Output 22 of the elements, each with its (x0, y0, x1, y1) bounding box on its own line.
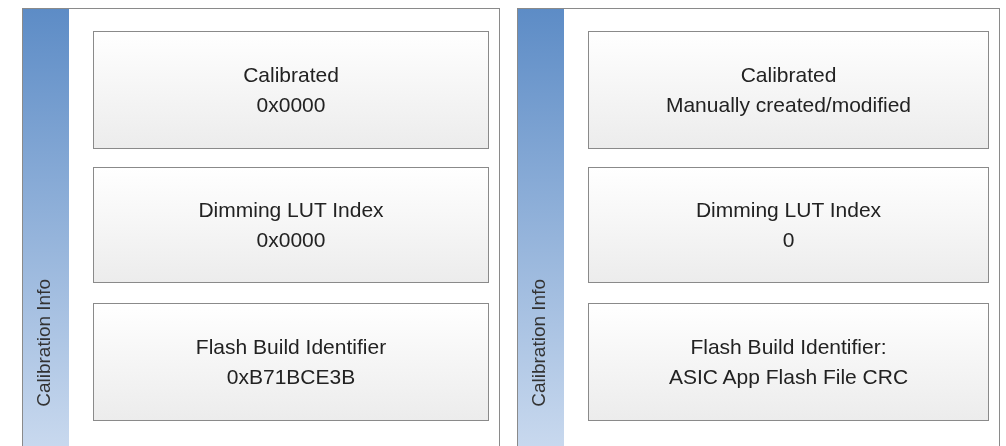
field-value: ASIC App Flash File CRC (668, 364, 909, 390)
field-name: Calibrated (740, 61, 837, 88)
field-name: Flash Build Identifier (195, 333, 387, 360)
field-name: Dimming LUT Index (695, 196, 882, 223)
field-box (93, 303, 489, 421)
field-name: Flash Build Identifier: (690, 333, 887, 360)
field-value: 0xB71BCE3B (226, 364, 356, 390)
field-name: Dimming LUT Index (198, 196, 384, 223)
field-value: Manually created/modified (665, 92, 912, 118)
field-value: 0x0000 (256, 92, 326, 118)
panel-frame (22, 8, 500, 446)
field-value: 0 (782, 227, 795, 253)
field-box (93, 31, 489, 149)
field-value: 0x0000 (256, 227, 326, 253)
field-box (588, 31, 989, 149)
panel-frame (517, 8, 1000, 446)
field-box (588, 303, 989, 421)
field-box (588, 167, 989, 283)
field-box (93, 167, 489, 283)
section-label: Calibration Info (528, 279, 550, 407)
section-label: Calibration Info (33, 279, 55, 407)
field-name: Calibrated (243, 61, 339, 88)
